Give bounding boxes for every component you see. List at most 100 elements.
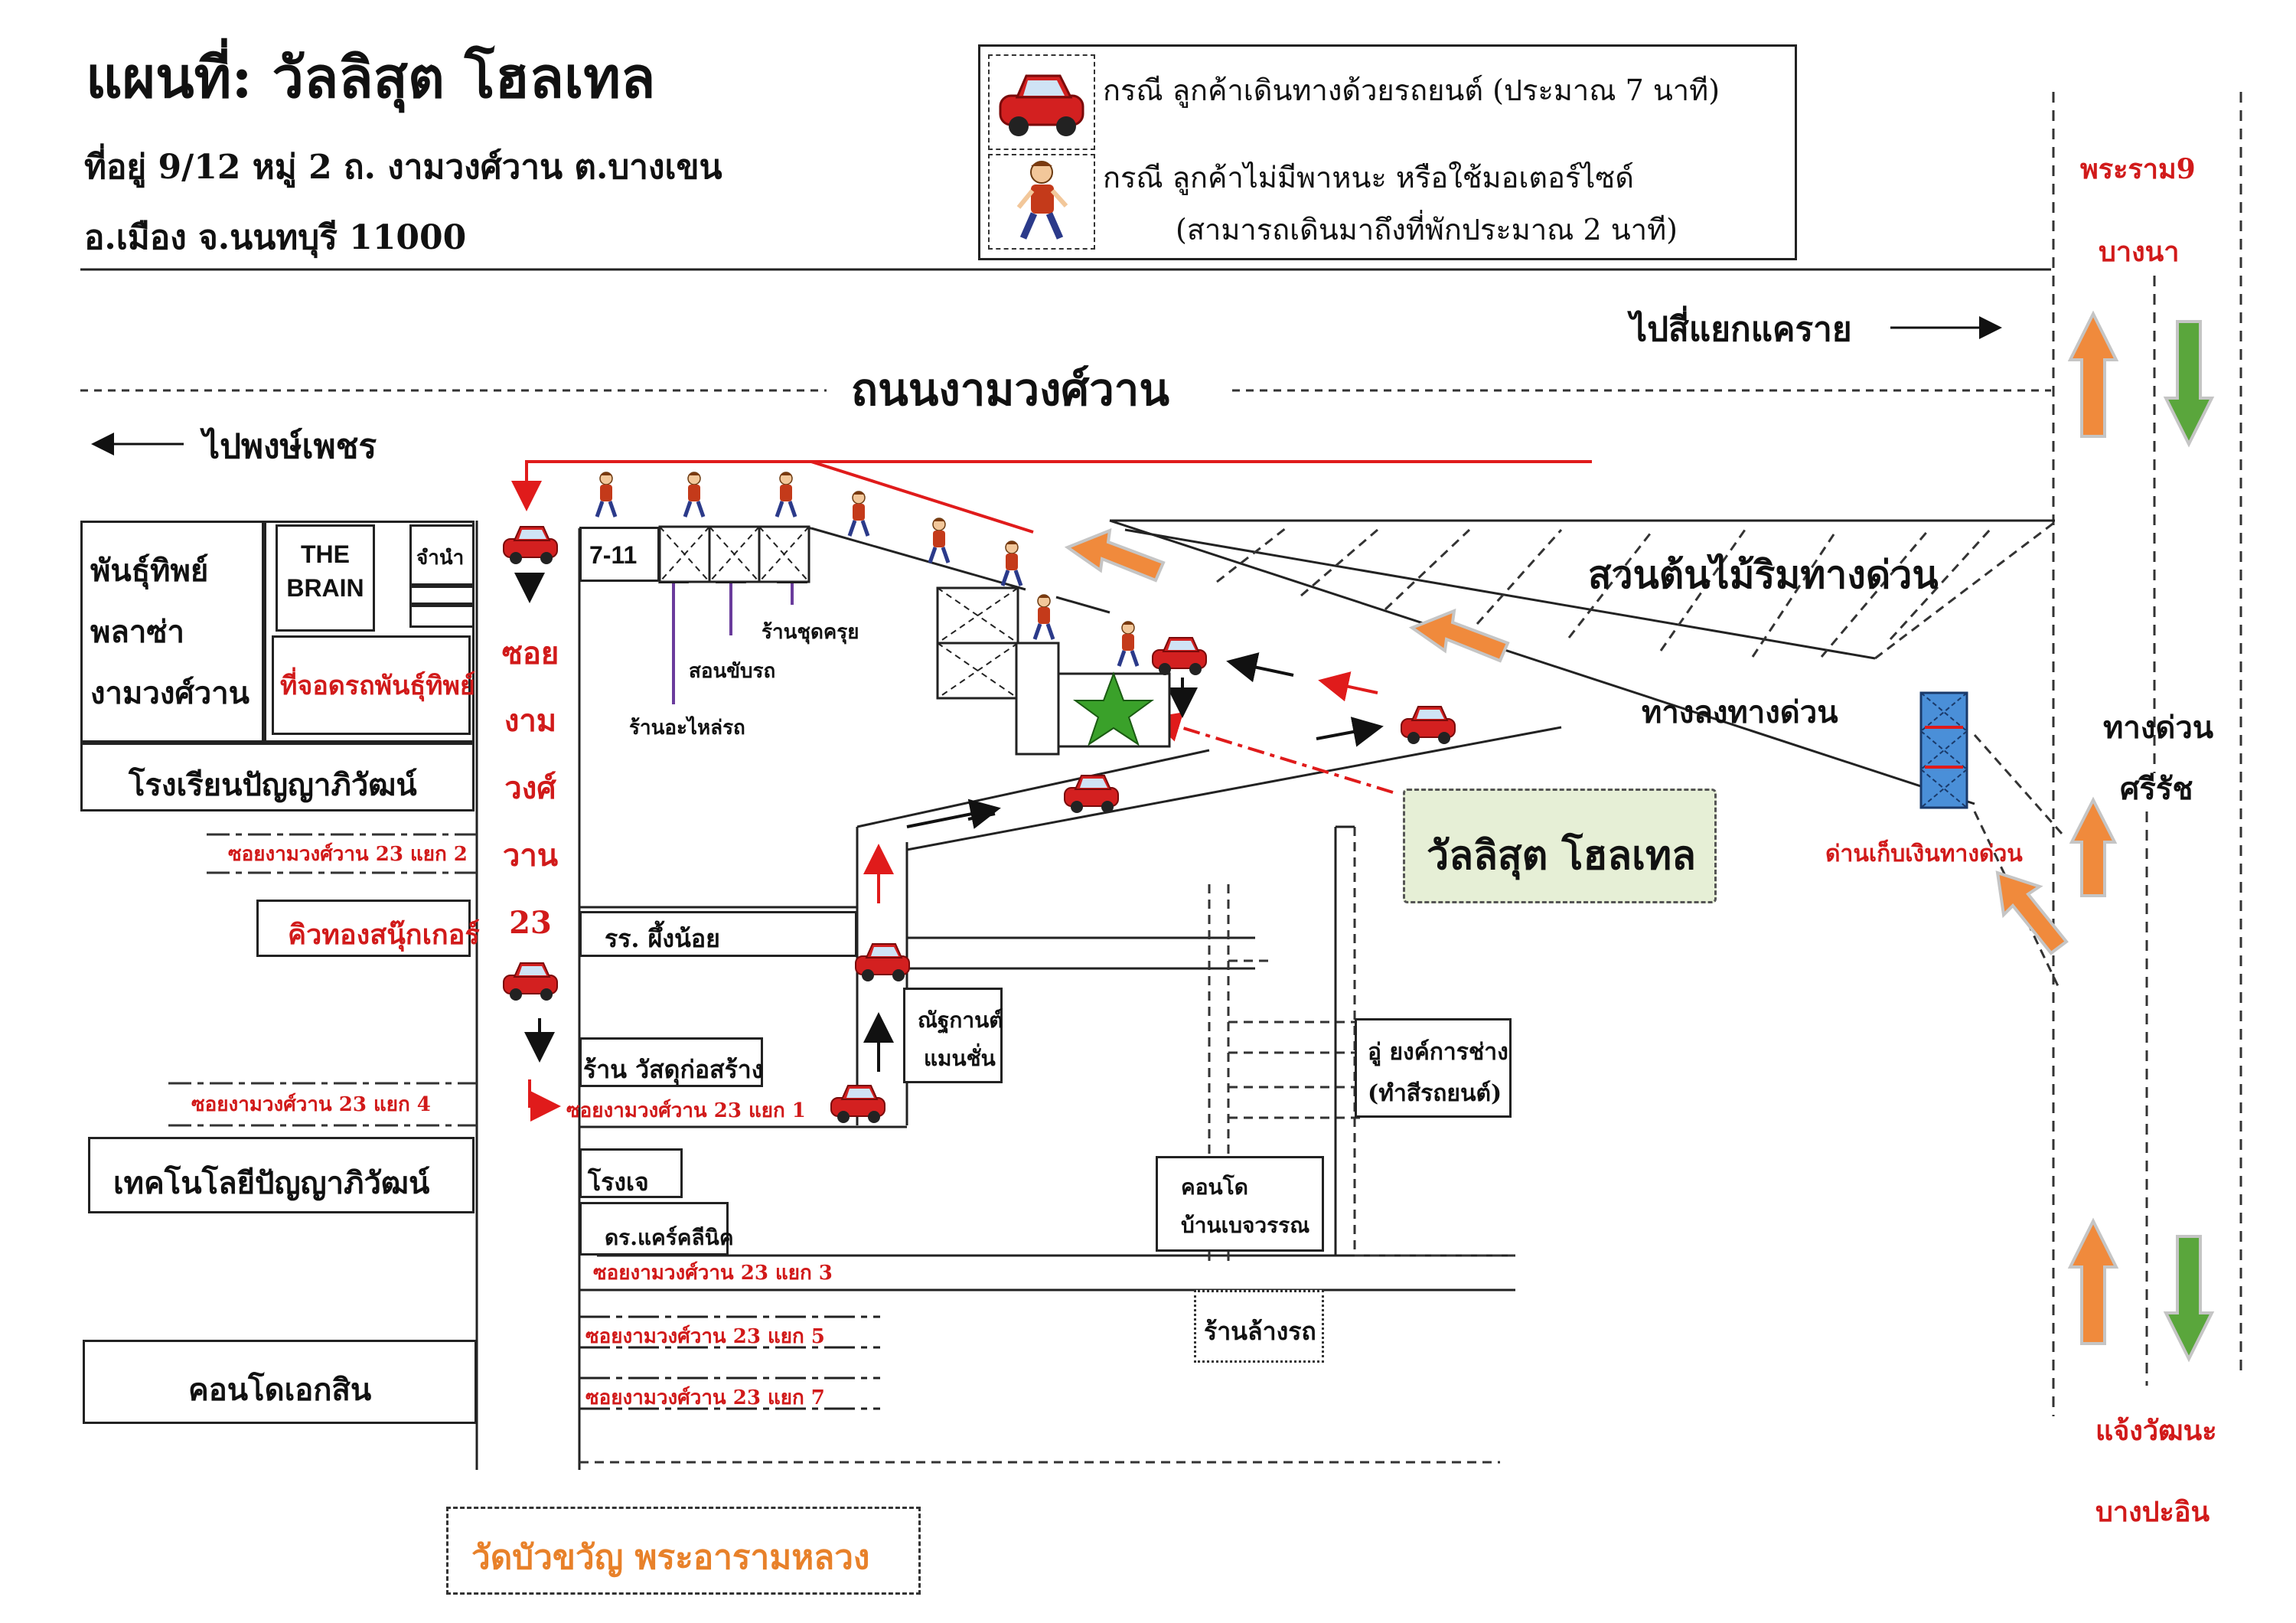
wat-buakwan: วัดบัวขวัญ พระอารามหลวง	[446, 1507, 921, 1595]
soi-23-2-label: ซอยงามวงศ์วาน 23 แยก 2	[228, 843, 468, 866]
green-arrow-down-top	[2163, 320, 2215, 448]
address-line-1: ที่อยู่ 9/12 หมู่ 2 ถ. งามวงศ์วาน ต.บางเ…	[84, 148, 722, 187]
condo-eksin-building: คอนโดเอกสิน	[83, 1340, 477, 1424]
rongje-building: โรงเจ	[579, 1148, 683, 1198]
walker-icon	[1111, 620, 1145, 672]
toll-dash-1	[1973, 734, 2064, 835]
seven-eleven: 7-11	[579, 527, 660, 582]
small-shop-1	[409, 586, 475, 605]
toll-booth-icon	[1919, 691, 1968, 809]
orange-arrows	[1064, 310, 2119, 1345]
garage-building: อู่ ยงค์การช่าง (ทำสีรถยนต์)	[1355, 1018, 1512, 1118]
tech-panya-label: เทคโนโลยีปัญญาภิวัฒน์	[113, 1165, 430, 1201]
toll-label: ด่านเก็บเงินทางด่วน	[1825, 841, 2023, 867]
garage-label-1: อู่ ยงค์การช่าง	[1368, 1039, 1508, 1066]
to-pongphet-label: ไปพงษ์เพชร	[203, 427, 377, 466]
car-icon	[499, 957, 562, 1004]
walker-icon	[589, 471, 623, 523]
pawn-label: จำนำ	[416, 547, 465, 570]
garden-hatching	[1216, 527, 1991, 658]
rama9-label: พระราม9	[2080, 153, 2196, 185]
kindergarten-building: รร. ผึ้งน้อย	[579, 911, 857, 957]
page-title: แผนที่: วัลลิสุต โฮลเทล	[86, 45, 656, 111]
phanthip-label-1: พันธุ์ทิพย์	[90, 553, 209, 589]
expressway-down-label: ทางลงทางด่วน	[1642, 694, 1838, 730]
walker-icon	[677, 471, 711, 523]
walker-icon	[842, 490, 876, 542]
car-icon	[1060, 769, 1123, 817]
route-red-toward-road	[1318, 671, 1378, 702]
clinic-label: ดร.แคร์คลีนิค	[605, 1225, 734, 1250]
school-panya-label: โรงเรียนปัญญาภิวัฒน์	[129, 767, 417, 803]
orange-arrow-up-top	[2067, 310, 2119, 438]
condo-label-1: คอนโด	[1181, 1174, 1248, 1200]
orange-arrow-left-1	[1064, 527, 1166, 583]
pawn-shop: จำนำ	[409, 524, 475, 586]
address-line-2: อ.เมือง จ.นนทบุรี 11000	[84, 218, 467, 257]
main-road-label: ถนนงามวงศ์วาน	[851, 364, 1170, 416]
phanthip-parking-label: ที่จอดรถพันธุ์ทิพย์	[280, 671, 475, 701]
hotel-label: วัลลิสุต โฮลเทล	[1427, 832, 1696, 879]
bangpain-label: บางปะอิน	[2095, 1496, 2210, 1528]
natthakan-mansion: ณัฐกานต์ แมนชั่น	[903, 988, 1003, 1083]
car-icon	[827, 1079, 889, 1127]
garden-lower-edge	[1124, 528, 1876, 660]
garden-label: สวนต้นไม้ริมทางด่วน	[1588, 552, 1939, 597]
construction-label: ร้าน วัสดุก่อสร้าง	[583, 1055, 764, 1084]
natthakan-label-1: ณัฐกานต์	[918, 1007, 1003, 1033]
kindergarten-label: รร. ผึ้งน้อย	[605, 924, 720, 953]
chaeng-label: แจ้งวัฒนะ	[2095, 1415, 2217, 1447]
condo-eksin-label: คอนโดเอกสิน	[188, 1372, 372, 1408]
legend-car-text: กรณี ลูกค้าเดินทางด้วยรถยนต์ (ประมาณ 7 น…	[1103, 73, 1720, 107]
carwash-building: ร้านล้างรถ	[1194, 1290, 1324, 1363]
arrow-right-access-2	[967, 812, 996, 821]
garage-label-2: (ทำสีรถยนต์)	[1368, 1080, 1502, 1107]
orange-arrow-left-2	[1408, 608, 1510, 663]
route-red-dash-hotel	[1150, 712, 1394, 794]
hotel-side-building	[1015, 642, 1060, 756]
soi-23-char-1: ซอย	[501, 635, 559, 671]
the-brain-label-1: THE	[301, 540, 350, 568]
snooker-building: คิวทองสนุ๊กเกอร์	[256, 900, 480, 957]
shop-box-crosses	[659, 526, 1019, 699]
phanthip-label-3: งามวงศ์วาน	[90, 675, 250, 711]
orange-arrow-up-bottom	[2067, 1217, 2119, 1345]
natthakan-label-2: แมนชั่น	[924, 1046, 996, 1071]
road-diag-top	[810, 527, 1026, 591]
soi-23-4-label: ซอยงามวงศ์วาน 23 แยก 4	[191, 1093, 431, 1116]
walker-icon	[1016, 161, 1068, 240]
condo-building: คอนโด บ้านเบจวรรณ	[1156, 1156, 1324, 1252]
orange-arrow-diag	[1995, 870, 2069, 955]
soi-23-char-5: 23	[509, 905, 552, 941]
soi-23-label: ซอย งาม วงศ์ วาน 23	[488, 620, 572, 957]
phanthip-parking: ที่จอดรถพันธุ์ทิพย์	[272, 635, 475, 735]
phanthip-label-2: พลาซ่า	[90, 614, 184, 650]
road-diag-top-2	[1055, 596, 1110, 614]
soi-23-char-3: วงศ์	[504, 770, 556, 806]
hotel-callout: วัลลิสุต โฮลเทล	[1403, 789, 1717, 903]
walker-icon	[1027, 593, 1061, 645]
bangna-label: บางนา	[2099, 236, 2180, 268]
walker-icon	[922, 517, 956, 569]
garden-side-edge	[1874, 521, 2056, 660]
driving-school-label: สอนขับรถ	[689, 660, 776, 683]
green-arrow-down-bottom	[2163, 1235, 2215, 1363]
legend-box: กรณี ลูกค้าเดินทางด้วยรถยนต์ (ประมาณ 7 น…	[978, 44, 1797, 260]
walker-icon	[769, 471, 803, 523]
arrow-right-access-1	[906, 798, 1001, 829]
soi-23-7-label: ซอยงามวงศ์วาน 23 แยก 7	[585, 1386, 825, 1409]
route-red-top	[511, 460, 1592, 511]
clinic-building: ดร.แคร์คลีนิค	[579, 1202, 734, 1256]
uniform-shop-label: ร้านชุดครุย	[762, 621, 859, 644]
walker-icon	[995, 540, 1029, 592]
the-brain-label-2: BRAIN	[286, 574, 364, 602]
green-arrows	[2163, 320, 2215, 1363]
route-red-corner	[528, 1079, 561, 1122]
orange-arrow-up-mid	[2069, 796, 2118, 897]
spare-parts-label: ร้านอะไหล่รถ	[629, 717, 745, 740]
rongje-label: โรงเจ	[588, 1167, 649, 1197]
to-khlai-label: ไปสี่แยกแคราย	[1630, 310, 1852, 349]
tech-panya-building: เทคโนโลยีปัญญาภิวัฒน์	[88, 1137, 475, 1213]
car-icon	[999, 74, 1084, 136]
